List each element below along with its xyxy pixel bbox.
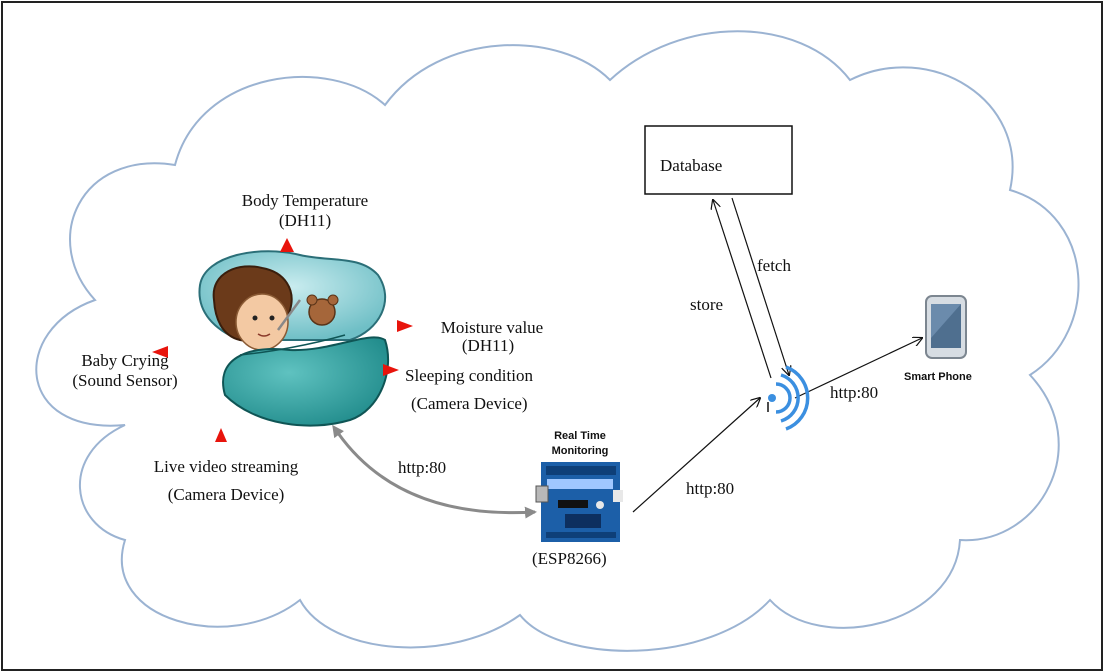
live-video-sensor: (Camera Device) (167, 485, 285, 504)
real-time-monitoring-label: Real Time Monitoring (535, 431, 625, 457)
moisture-value-label: Moisture value (DH11) (412, 319, 572, 354)
sleeping-condition-title: Sleeping condition (405, 366, 533, 385)
marker-live-video (215, 428, 227, 442)
fetch-label: fetch (757, 256, 791, 275)
live-video-title: Live video streaming (153, 457, 299, 476)
marker-moisture (397, 320, 413, 332)
body-temperature-label: Body Temperature (DH11) (210, 192, 400, 229)
baby-crying-sensor: (Sound Sensor) (72, 371, 178, 390)
database-label: Database (660, 156, 723, 175)
live-video-label: Live video streaming (Camera Device) (120, 458, 332, 503)
monitoring-label: Monitoring (551, 445, 609, 457)
http-wifi-phone-label: http:80 (830, 383, 879, 402)
moisture-value-title: Moisture value (440, 318, 544, 337)
marker-baby-crying (152, 346, 168, 358)
sleeping-condition-sensor: (Camera Device) (411, 394, 528, 413)
body-temperature-title: Body Temperature (241, 191, 369, 210)
fetch-arrow (731, 197, 789, 375)
wifi-phone-link (794, 338, 922, 399)
real-time-label: Real Time (554, 430, 606, 442)
baby-sleeping-illustration (198, 250, 390, 427)
database-box (644, 125, 793, 195)
store-arrow (713, 200, 772, 379)
baby-crying-title: Baby Crying (81, 351, 169, 370)
baby-crying-label: Baby Crying (Sound Sensor) (40, 352, 210, 389)
moisture-value-sensor: (DH11) (461, 336, 515, 355)
marker-sleeping (383, 364, 399, 376)
baby-esp-link (332, 424, 537, 519)
http-baby-esp-label: http:80 (398, 458, 447, 477)
http-esp-wifi-label: http:80 (686, 479, 735, 498)
cloud-outline (35, 30, 1080, 652)
marker-body-temperature (280, 238, 294, 252)
smart-phone-label: Smart Phone (904, 371, 972, 383)
body-temperature-sensor: (DH11) (278, 211, 332, 230)
store-label: store (690, 295, 724, 314)
arduino-board-icon (535, 462, 623, 542)
smartphone-icon (925, 295, 967, 359)
esp8266-label: (ESP8266) (532, 549, 607, 568)
esp-wifi-link (632, 398, 760, 513)
wifi-signal-icon (767, 365, 810, 431)
